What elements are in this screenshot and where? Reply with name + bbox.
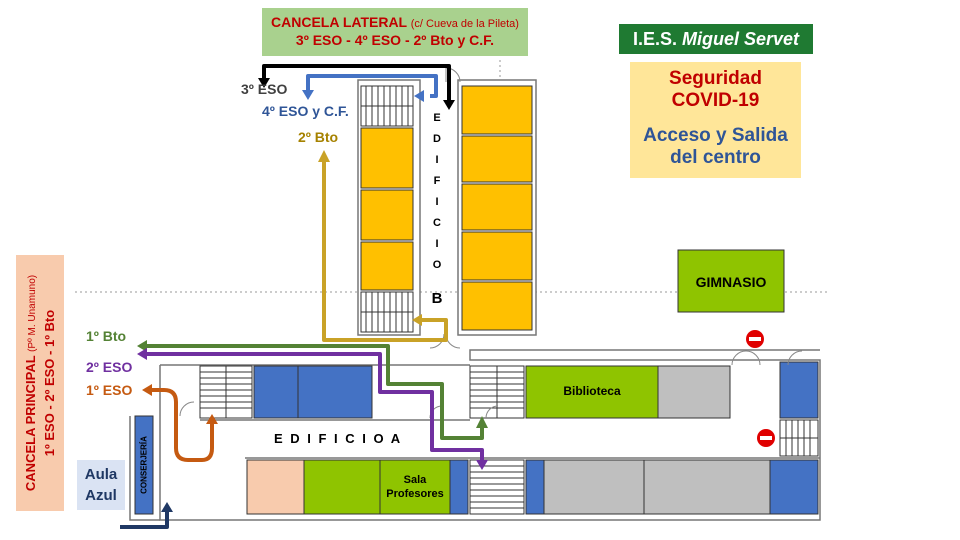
school-name-badge: I.E.S. Miguel Servet (619, 24, 813, 54)
staff-room-line-2: Profesores (386, 488, 444, 500)
staff-room (379, 459, 451, 515)
building-b-letter: B (431, 290, 443, 307)
route-1eso-arrowhead (142, 384, 152, 396)
building-b-letter: D (433, 133, 441, 145)
covid-notice: Seguridad COVID-19 Acceso y Salida del c… (630, 62, 801, 178)
school-prefix: I.E.S. (632, 29, 677, 49)
building-a-stairs-bottom (469, 459, 525, 515)
aula-azul-line-2: Azul (85, 487, 117, 504)
conserjeria-room (134, 415, 154, 515)
building-a-label: E D I F I C I O A (274, 431, 403, 446)
building-b-classrooms (360, 85, 533, 331)
route-1bto-arrowhead (137, 340, 147, 352)
label-1eso: 1º ESO (86, 382, 133, 398)
room-grey-2 (543, 459, 645, 515)
route-1bto-arrowhead-b (476, 416, 488, 428)
building-b-letter: I (435, 238, 439, 250)
main-gate-title: CANCELA PRINCIPAL (23, 355, 38, 492)
notice-line-1: Seguridad (669, 68, 762, 89)
staff-room-label: Sala Profesores (380, 473, 450, 501)
main-gate-groups: 1º ESO - 2º ESO - 1º Bto (42, 309, 57, 457)
route-2eso (145, 352, 484, 462)
building-b-letter: F (433, 175, 441, 187)
no-entry-icon (757, 429, 775, 447)
route-1bto (145, 344, 484, 440)
building-a-stairs-left (199, 365, 253, 419)
room-blue-6 (769, 459, 819, 515)
label-2bto: 2º Bto (298, 129, 339, 145)
building-b-stairs-bottom (360, 291, 414, 333)
notice-line-3: Acceso y Salida (643, 125, 788, 146)
building-b-letter: O (432, 259, 442, 271)
side-gate-header: CANCELA LATERAL (c/ Cueva de la Pileta) … (262, 8, 528, 56)
route-1eso (150, 388, 214, 462)
room-grey-1 (657, 365, 731, 419)
label-4eso: 4º ESO y C.F. (262, 103, 349, 119)
school-name: Miguel Servet (681, 29, 800, 49)
building-b-letter: I (435, 154, 439, 166)
route-aula-azul (120, 510, 169, 529)
room-blue-5 (525, 459, 545, 515)
building-b-label: E D I F I C I O B (428, 108, 446, 309)
building-b-letter: E (433, 112, 441, 124)
library-label: Biblioteca (563, 384, 621, 398)
building-a-stairs-center (469, 365, 525, 419)
route-2bto-arrowhead (318, 150, 330, 162)
staff-room-line-1: Sala (403, 474, 427, 486)
building-b-letter: I (435, 196, 439, 208)
route-2eso-arrowhead-b (476, 460, 488, 470)
gym-label: GIMNASIO (695, 274, 767, 290)
building-a-stairs-right (779, 419, 819, 457)
route-3eso-arrowhead-b (443, 100, 455, 110)
room-blue-2 (297, 365, 373, 419)
label-2eso: 2º ESO (86, 359, 133, 375)
notice-line-4: del centro (670, 147, 761, 168)
route-3eso (262, 64, 451, 104)
room-blue-1 (253, 365, 299, 419)
building-b-stairs-top (360, 85, 414, 127)
route-2bto-arrowhead-b (412, 314, 422, 326)
gym-building (677, 249, 785, 313)
main-gate-panel: CANCELA PRINCIPAL (Pº M. Unamuno) 1º ESO… (16, 255, 64, 511)
aula-azul-line-1: Aula (84, 466, 118, 483)
side-gate-title: CANCELA LATERAL (271, 14, 407, 30)
room-grey-3 (643, 459, 771, 515)
library-room (525, 365, 659, 419)
side-gate-note: (c/ Cueva de la Pileta) (410, 18, 519, 30)
room-blue-3 (779, 361, 819, 419)
route-4eso-arrowhead (302, 90, 314, 100)
conserjeria-label: CONSERJERÍA (139, 436, 149, 494)
main-gate-note: (Pº M. Unamuno) (27, 274, 38, 352)
route-4eso (306, 74, 438, 98)
label-1bto: 1º Bto (86, 328, 127, 344)
side-gate-groups: 3º ESO - 4º ESO - 2º Bto y C.F. (295, 32, 495, 48)
aula-azul-box: Aula Azul (77, 460, 125, 510)
route-3eso-arrowhead (258, 78, 270, 88)
route-1eso-arrowhead-b (206, 414, 218, 424)
room-peach (246, 459, 305, 515)
route-aula-azul-arrowhead (161, 502, 173, 512)
route-2bto (322, 160, 448, 342)
route-4eso-arrowhead-b (414, 90, 424, 102)
building-b-letter: C (433, 217, 441, 229)
room-blue-4 (449, 459, 469, 515)
notice-line-2: COVID-19 (671, 90, 760, 111)
room-green-1 (303, 459, 381, 515)
route-2eso-arrowhead (137, 348, 147, 360)
label-3eso: 3º ESO (241, 81, 288, 97)
no-entry-icon (746, 330, 764, 348)
